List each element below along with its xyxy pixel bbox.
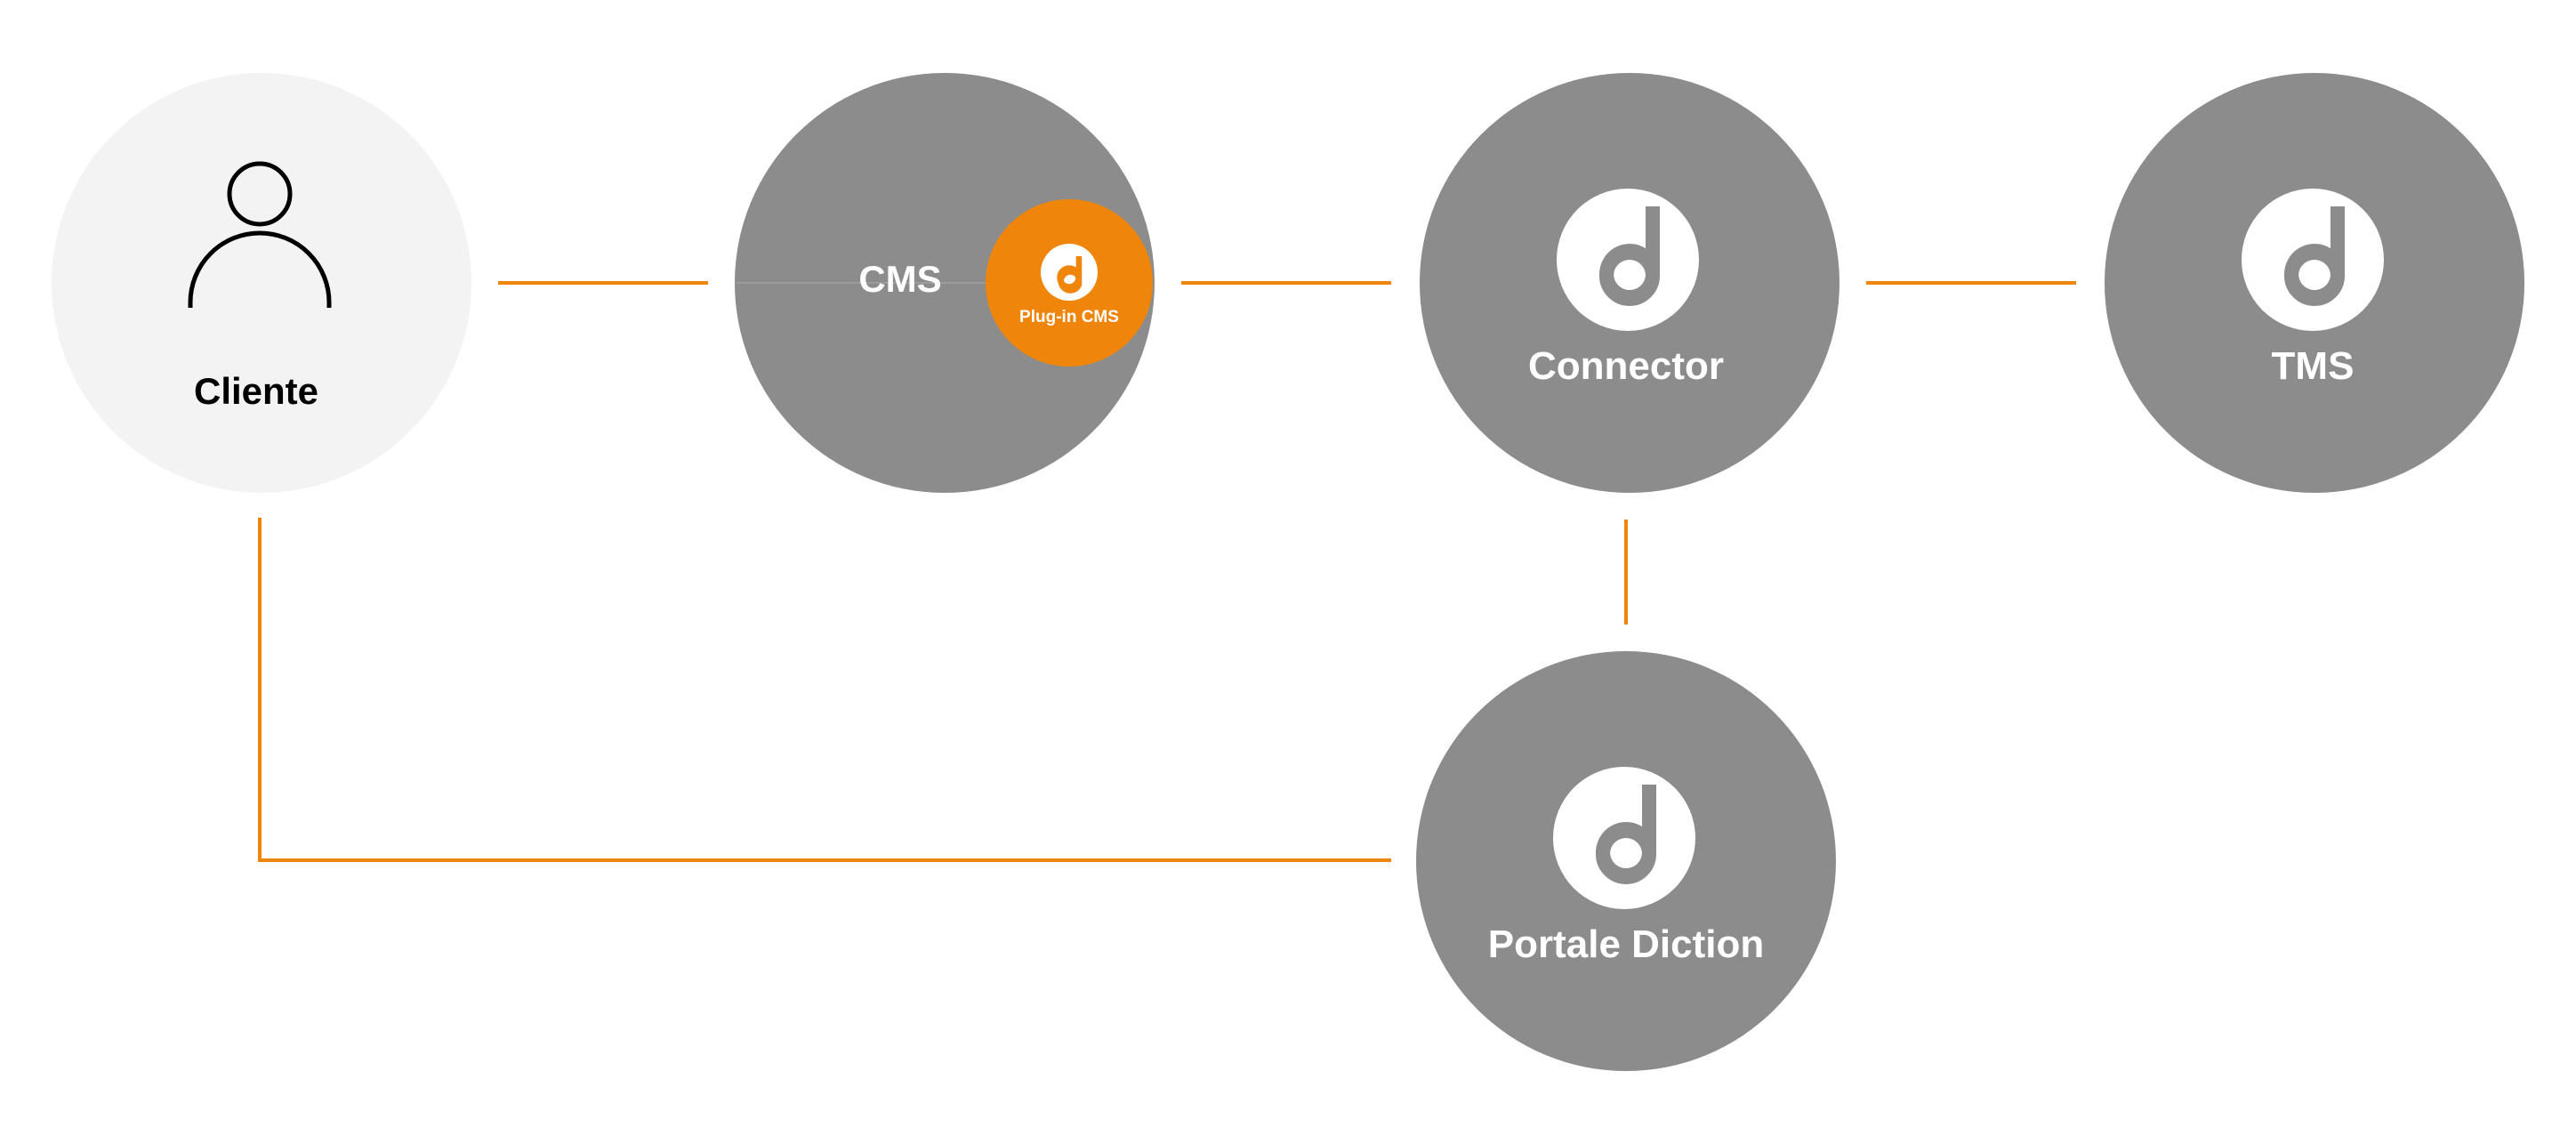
user-icon: [188, 161, 332, 308]
cms-label: CMS: [858, 258, 941, 300]
diction-logo-icon: [1041, 244, 1098, 301]
cliente-label: Cliente: [194, 370, 318, 412]
node-tms: TMS: [2105, 73, 2524, 493]
diction-logo-icon: [1553, 767, 1695, 909]
diction-logo-icon: [2242, 189, 2384, 331]
connector-lines: [258, 281, 2076, 862]
plugin-label: Plug-in CMS: [1019, 308, 1119, 326]
diction-logo-icon: [1557, 189, 1699, 331]
node-cliente: Cliente: [52, 73, 471, 493]
node-portale-diction: Portale Diction: [1416, 651, 1836, 1071]
portale-label: Portale Diction: [1488, 922, 1765, 966]
node-cms: CMS Plug-in CMS: [735, 73, 1155, 493]
cliente-circle: [52, 73, 471, 493]
edge-cliente-portale: [258, 518, 1391, 862]
tms-label: TMS: [2272, 344, 2355, 388]
node-connector: Connector: [1420, 73, 1839, 493]
connector-label: Connector: [1528, 344, 1724, 388]
node-plugin-cms: Plug-in CMS: [986, 199, 1153, 367]
